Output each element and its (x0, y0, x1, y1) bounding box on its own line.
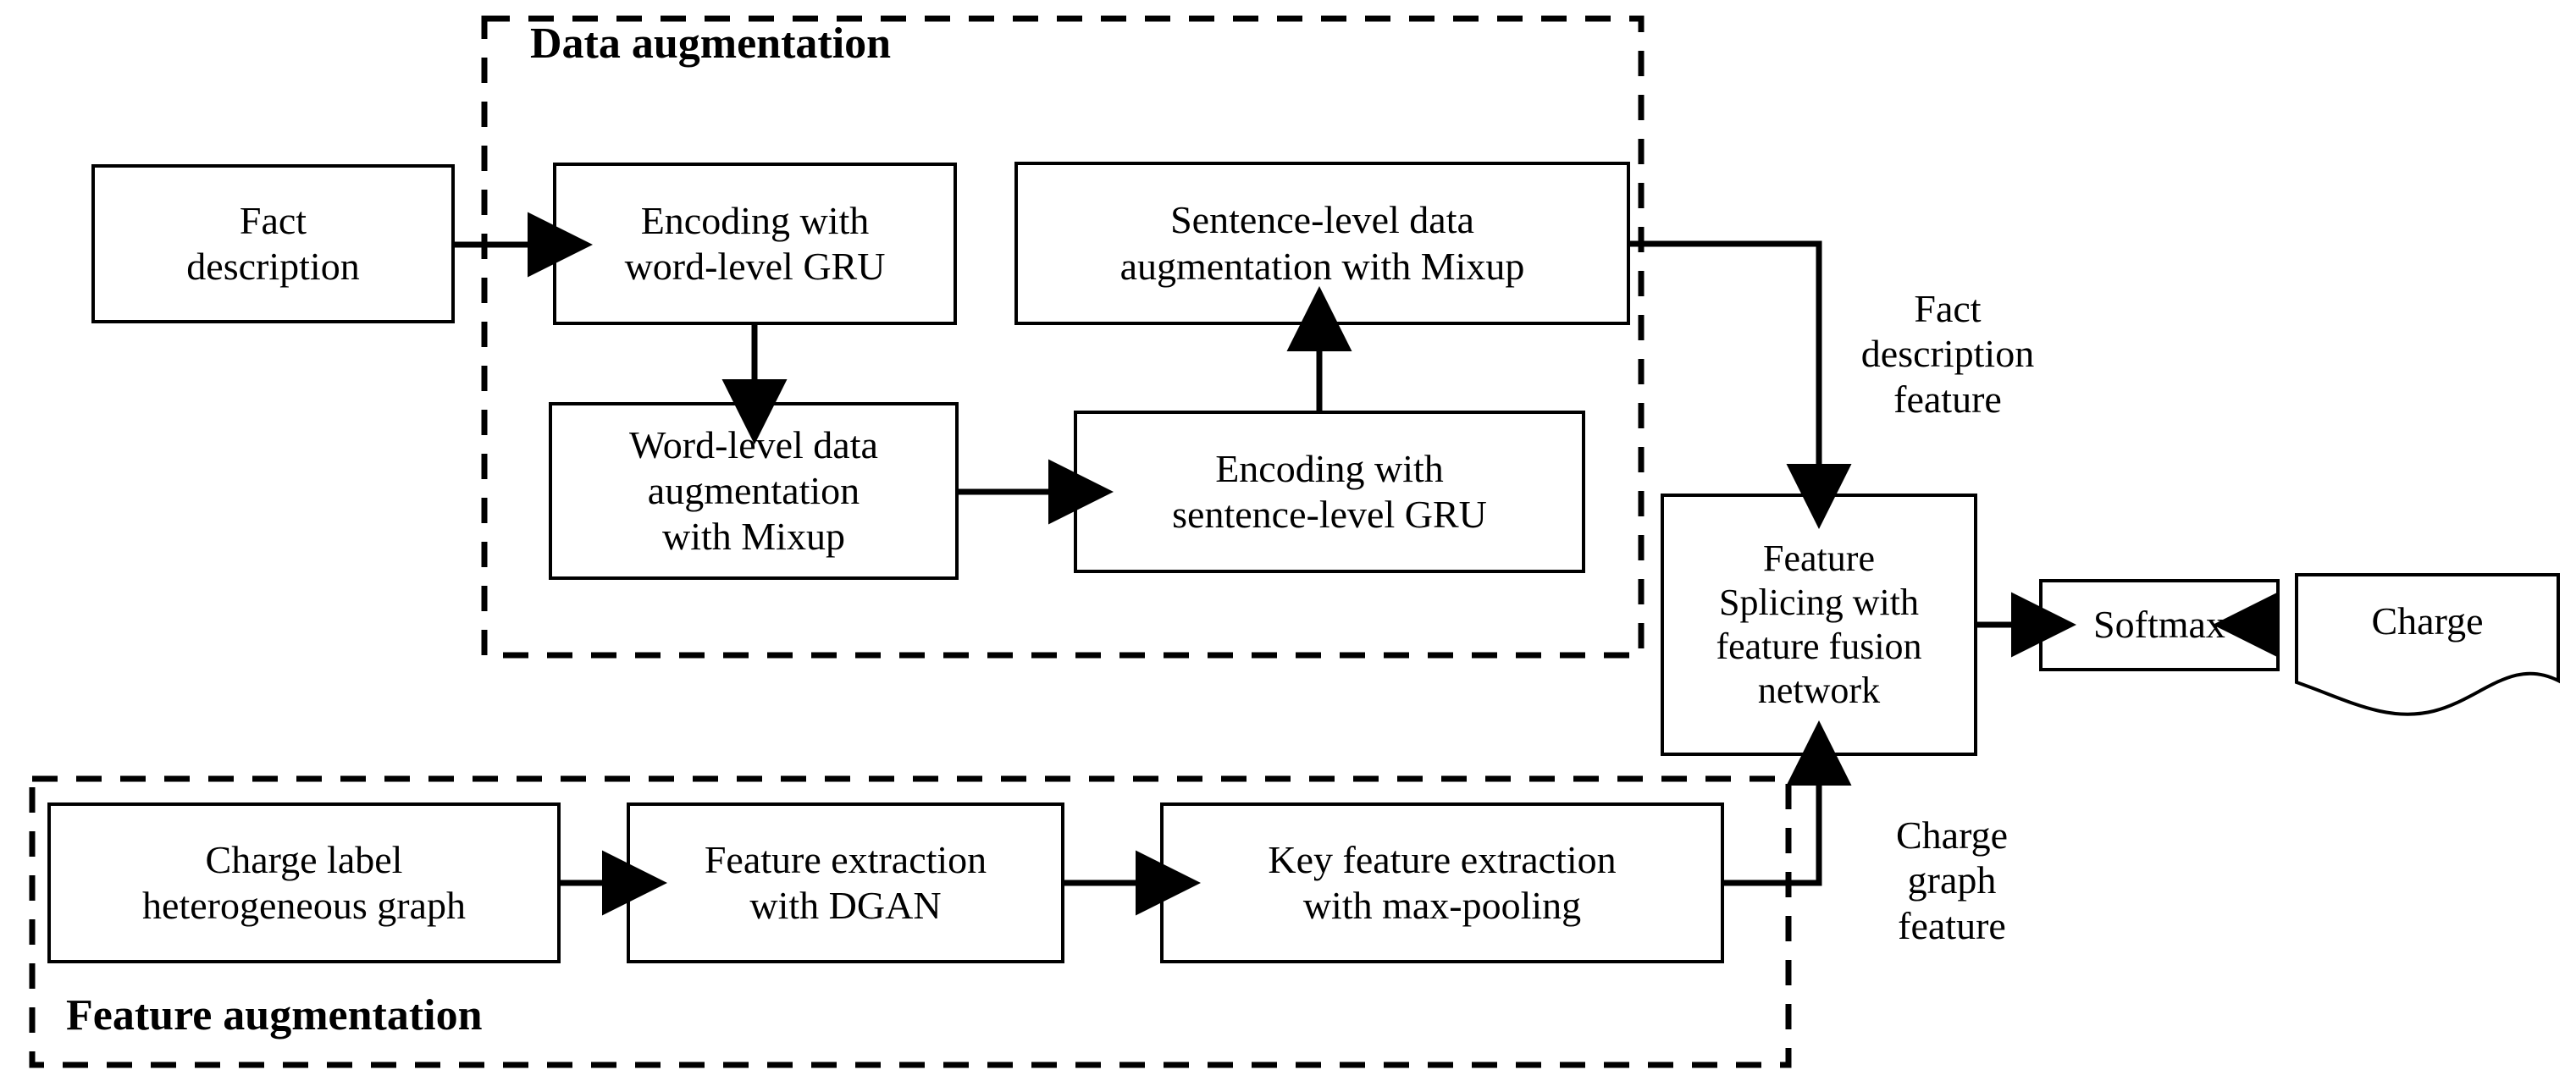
node-box-charge-label-graph[interactable] (47, 802, 561, 963)
node-box-encoding-word-gru[interactable] (553, 163, 957, 325)
node-box-sentence-level-aug[interactable] (1014, 162, 1630, 325)
node-box-word-level-aug[interactable] (549, 402, 959, 580)
node-box-feature-splicing[interactable] (1661, 494, 1977, 756)
group-box-feature-augmentation (29, 775, 1792, 1068)
edge-label-fact-description-feature: Fact description feature (1860, 287, 2035, 421)
group-title-feature-augmentation: Feature augmentation (66, 991, 483, 1040)
node-box-softmax[interactable] (2039, 579, 2280, 671)
edge-key-feature-to-feature-splicing (1722, 720, 1852, 886)
node-box-encoding-sentence-gru[interactable] (1074, 411, 1585, 573)
node-box-feature-extraction-dgan[interactable] (627, 802, 1064, 963)
edge-label-charge-graph-feature: Charge graph feature (1895, 813, 2008, 947)
edge-sentence-aug-to-feature-splicing (1628, 240, 1852, 529)
group-box-data-augmentation (481, 15, 1645, 659)
node-shape-charge-output[interactable] (2295, 573, 2560, 716)
group-title-data-augmentation: Data augmentation (530, 19, 892, 68)
node-box-key-feature-maxpool[interactable] (1160, 802, 1724, 963)
node-box-fact-description[interactable] (91, 164, 455, 323)
